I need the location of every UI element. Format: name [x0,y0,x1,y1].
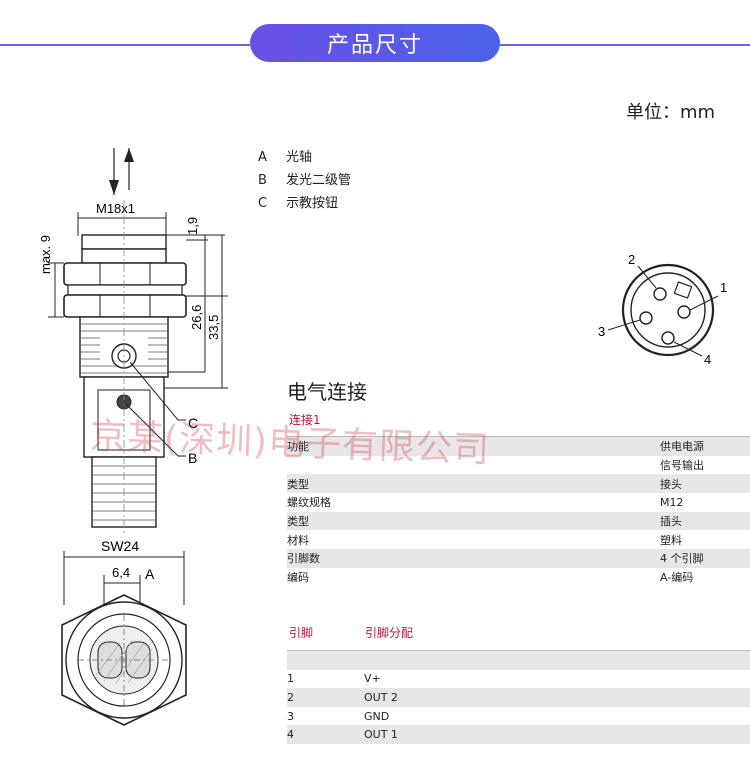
spec-value: 插头 [660,515,682,529]
legend-key: B [258,173,267,188]
pinout-table: 1 V+ 2 OUT 2 3 GND 4 OUT 1 [287,650,750,744]
legend-key: A [258,150,267,165]
spec-value: 4 个引脚 [660,552,704,566]
pin-number: 2 [287,690,294,704]
pin-label-2: 2 [628,252,635,267]
dim-33-5: 33,5 [206,315,221,340]
table-row: 类型 接头 [287,474,750,494]
spec-label: 功能 [287,440,309,454]
label-c: C [188,415,198,431]
dim-26-6: 26,6 [189,305,204,330]
pin-signal: V+ [364,672,381,686]
unit-label: 单位：mm [626,102,716,123]
wrench-size-label: SW24 [101,538,139,554]
table-row: 材料 塑料 [287,530,750,549]
sensor-front-drawing: SW24 6,4 A [61,538,187,726]
spec-value: 接头 [660,477,682,491]
dim-1-9: 1,9 [185,217,200,235]
spec-value: 供电电源 [660,440,704,454]
header-line-left [0,44,250,46]
header-line-right [500,44,750,46]
thread-label: M18x1 [96,201,135,216]
table-row [287,651,750,670]
spec-label: 类型 [287,477,309,491]
connector-pinout-diagram: 2 1 3 4 [598,252,727,367]
table-row: 2 OUT 2 [287,688,750,707]
table-row: 引脚数 4 个引脚 [287,549,750,568]
pin-number: 1 [287,672,294,686]
legend-text: 发光二级管 [286,173,352,188]
table-row: 螺纹规格 M12 [287,493,750,512]
table-row: 3 GND [287,707,750,726]
spec-label: 类型 [287,515,309,529]
legend-key: C [258,196,268,211]
spec-label: 编码 [287,571,309,585]
pin-label-1: 1 [720,280,727,295]
spec-value: A-编码 [660,571,694,585]
table-row: 编码 A-编码 [287,568,750,587]
legend-item: B 发光二级管 [258,169,351,192]
legend-item: A 光轴 [258,146,351,169]
legend: A 光轴 B 发光二级管 C 示教按钮 [258,146,351,215]
optic-dim-label: 6,4 [112,565,130,580]
legend-item: C 示教按钮 [258,192,351,215]
spec-label: 螺纹规格 [287,496,331,510]
connection-label: 连接1 [289,413,321,427]
sensor-side-drawing: M18x1 max. 9 1,9 26,6 [38,148,228,535]
table-row: 1 V+ [287,670,750,689]
spec-label: 引脚数 [287,552,320,566]
page-title: 产品尺寸 [250,24,500,62]
label-b: B [188,450,197,466]
table-row: 信号输出 [287,456,750,475]
spec-value: M12 [660,495,684,509]
pin-assignment-header: 引脚分配 [365,626,414,640]
table-row: 功能 供电电源 [287,437,750,456]
pin-label-4: 4 [704,352,711,367]
spec-value: 塑料 [660,533,682,547]
pin-signal: OUT 2 [364,690,398,704]
pin-label-3: 3 [598,324,605,339]
spec-value: 信号输出 [660,459,704,473]
pin-signal: GND [364,709,390,723]
dim-max9: max. 9 [38,235,53,274]
legend-text: 光轴 [286,150,313,165]
pin-number: 4 [287,728,294,742]
table-row: 4 OUT 1 [287,725,750,744]
table-row: 类型 插头 [287,511,750,531]
spec-label: 材料 [287,533,309,547]
pin-column-header: 引脚 [289,626,314,640]
section-title: 电气连接 [287,380,367,404]
legend-text: 示教按钮 [286,196,339,211]
pin-signal: OUT 1 [364,728,398,742]
pin-number: 3 [287,709,294,723]
label-a: A [145,566,155,582]
